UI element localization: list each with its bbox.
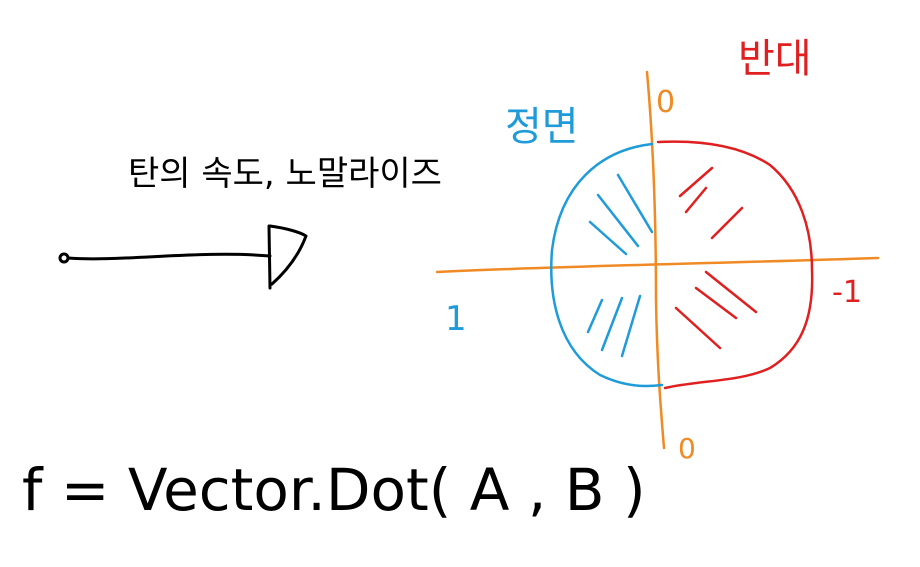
- vertical-axis: [645, 70, 666, 450]
- front-value-label: 1: [445, 299, 467, 339]
- opposite-value-label: -1: [832, 275, 862, 310]
- caption-bullet-velocity-normalize: 탄의 속도, 노말라이즈: [128, 154, 442, 194]
- front-label: 정면: [505, 104, 579, 150]
- dot-product-formula: f = Vector.Dot( A , B ): [22, 456, 646, 524]
- opposite-half-arc: [656, 140, 814, 390]
- horizontal-axis: [435, 256, 880, 274]
- arrow-shaft: [66, 252, 272, 261]
- axis-bottom-value: 0: [678, 432, 696, 465]
- opposite-label: 반대: [738, 36, 812, 82]
- velocity-arrow: [58, 224, 308, 290]
- arrow-head: [267, 224, 308, 290]
- front-half: 정면 1: [445, 104, 664, 388]
- front-half-arc: [550, 142, 664, 388]
- axes: 0 0: [435, 70, 880, 465]
- front-hatch-marks: [586, 173, 654, 358]
- opposite-half: 반대 -1: [656, 36, 862, 390]
- opposite-hatch-marks: [674, 166, 758, 350]
- axis-top-value: 0: [656, 85, 675, 120]
